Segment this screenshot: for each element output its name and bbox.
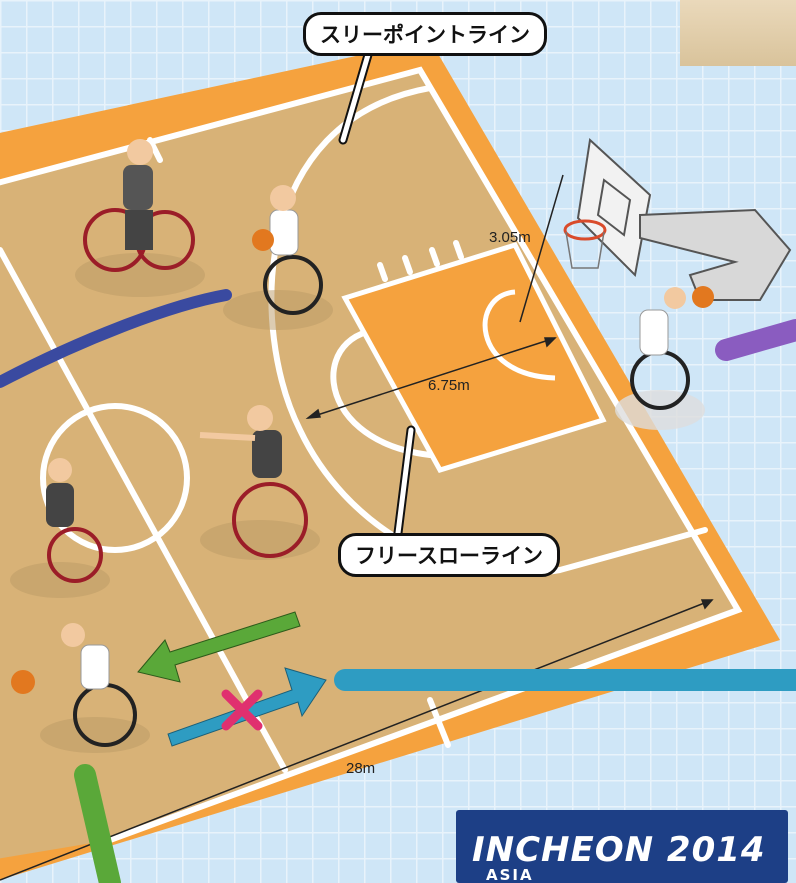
corner-photo [680, 0, 796, 66]
basketball-icon [252, 229, 274, 251]
banner-title: INCHEON 2014 [472, 830, 766, 870]
basketball-icon [692, 286, 714, 308]
court-length-label: 28m [346, 760, 375, 777]
three-point-distance-label: 6.75m [428, 377, 470, 394]
banner-subtitle: ASIA [486, 866, 534, 883]
rim-height-label: 3.05m [489, 229, 531, 246]
free-throw-line-callout: フリースローライン [338, 533, 560, 577]
basketball-icon [11, 670, 35, 694]
incheon-banner: INCHEON 2014 ASIA [456, 810, 788, 883]
three-point-line-callout: スリーポイントライン [303, 12, 547, 56]
